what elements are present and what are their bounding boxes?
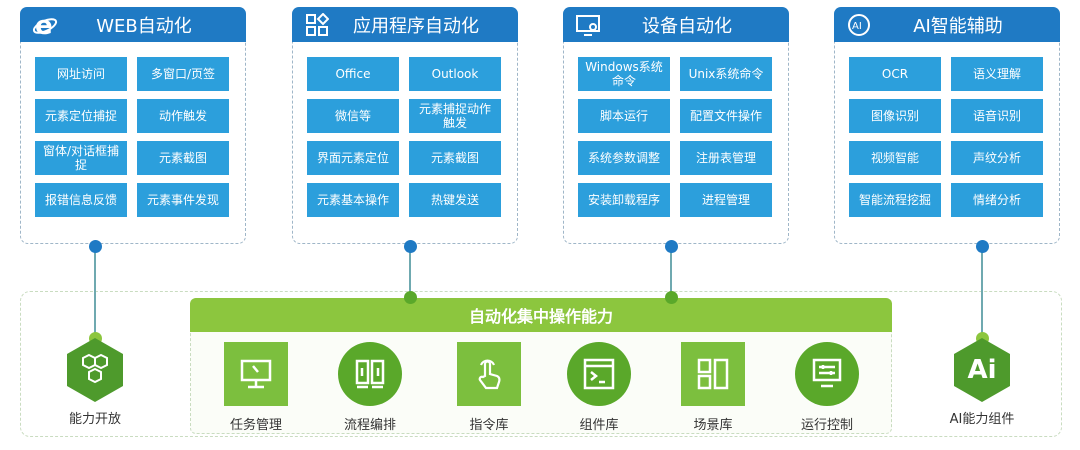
feature-item: 视频智能 (849, 141, 941, 175)
tool-flow-orchestration[interactable]: 流程编排 (325, 342, 415, 433)
feature-item: 语音识别 (951, 99, 1043, 133)
bottom-frame (20, 291, 1062, 437)
feature-item: 脚本运行 (578, 99, 670, 133)
feature-item: Unix系统命令 (680, 57, 772, 91)
feature-item: 元素捕捉动作触发 (409, 99, 501, 133)
feature-item: 界面元素定位 (307, 141, 399, 175)
tool-label: 场景库 (693, 418, 733, 433)
panel-device-automation: 设备自动化 Windows系统命令 Unix系统命令脚本运行配置文件操作系统参数调… (563, 7, 789, 244)
feature-item: 动作触发 (137, 99, 229, 133)
feature-item: 元素截图 (409, 141, 501, 175)
control-monitor-icon (795, 342, 859, 406)
feature-item: 多窗口/页签 (137, 57, 229, 91)
connector-line (670, 246, 672, 298)
capability-open-label: 能力开放 (68, 412, 121, 427)
feature-grid: OCR 语义理解图像识别语音识别视频智能声纹分析智能流程挖掘情绪分析 (849, 57, 1043, 217)
connector-line (409, 246, 411, 298)
hand-pointer-icon (457, 342, 521, 406)
feature-item: 声纹分析 (951, 141, 1043, 175)
tool-command-library[interactable]: 指令库 (444, 342, 534, 433)
hexagons-icon (67, 338, 123, 402)
layout-icon (681, 342, 745, 406)
feature-item: 微信等 (307, 99, 399, 133)
feature-item: 元素截图 (137, 141, 229, 175)
feature-item: 安装卸载程序 (578, 183, 670, 217)
ai-icon: AI (846, 12, 872, 38)
feature-item: 网址访问 (35, 57, 127, 91)
tool-run-control[interactable]: 运行控制 (782, 342, 872, 433)
monitor-wrench-icon (224, 342, 288, 406)
feature-item: 系统参数调整 (578, 141, 670, 175)
connector-dot (404, 291, 417, 304)
feature-item: 报错信息反馈 (35, 183, 127, 217)
feature-grid: Windows系统命令 Unix系统命令脚本运行配置文件操作系统参数调整注册表管理… (578, 57, 772, 217)
apps-icon (304, 12, 330, 38)
ie-icon: e (32, 12, 58, 38)
feature-item: Windows系统命令 (578, 57, 670, 91)
panel-ai-assist: AI AI智能辅助 OCR 语义理解图像识别语音识别视频智能声纹分析智能流程挖掘情绪… (834, 7, 1060, 244)
panel-title: 设备自动化 (642, 15, 732, 37)
capability-open: 能力开放 (55, 338, 135, 427)
svg-text:AI: AI (852, 21, 862, 32)
connector-dot (665, 240, 678, 253)
feature-item: 配置文件操作 (680, 99, 772, 133)
feature-item: Outlook (409, 57, 501, 91)
device-settings-icon (575, 12, 601, 38)
connector-line (94, 246, 96, 338)
feature-item: 窗体/对话框捕捉 (35, 141, 127, 175)
feature-item: 元素事件发现 (137, 183, 229, 217)
panel-web-automation: e WEB自动化 网址访问多窗口/页签元素定位捕捉动作触发窗体/对话框捕捉元素截图… (20, 7, 246, 244)
tool-scene-library[interactable]: 场景库 (668, 342, 758, 433)
feature-item: 图像识别 (849, 99, 941, 133)
tool-label: 组件库 (579, 418, 619, 433)
feature-item: 情绪分析 (951, 183, 1043, 217)
feature-grid: 网址访问多窗口/页签元素定位捕捉动作触发窗体/对话框捕捉元素截图报错信息反馈元素… (35, 57, 229, 217)
connector-dot (976, 240, 989, 253)
tool-task-management[interactable]: 任务管理 (211, 342, 301, 433)
terminal-window-icon (567, 342, 631, 406)
feature-item: Office (307, 57, 399, 91)
feature-item: 智能流程挖掘 (849, 183, 941, 217)
connector-dot (89, 240, 102, 253)
feature-item: OCR (849, 57, 941, 91)
tool-label: 指令库 (469, 418, 509, 433)
ai-components: Ai AI能力组件 (942, 338, 1022, 427)
feature-grid: Office Outlook 微信等元素捕捉动作触发界面元素定位元素截图元素基本操作… (307, 57, 501, 217)
ai-icon: Ai (954, 338, 1010, 402)
flow-columns-icon (338, 342, 402, 406)
tool-label: 任务管理 (229, 418, 282, 433)
feature-item: 语义理解 (951, 57, 1043, 91)
panel-title: 应用程序自动化 (353, 15, 479, 37)
panel-title: AI智能辅助 (913, 15, 1003, 37)
connector-line (981, 246, 983, 338)
ai-components-label: AI能力组件 (949, 412, 1015, 427)
tool-label: 流程编排 (343, 418, 396, 433)
svg-text:e: e (35, 12, 53, 38)
tool-component-library[interactable]: 组件库 (554, 342, 644, 433)
feature-item: 元素定位捕捉 (35, 99, 127, 133)
feature-item: 元素基本操作 (307, 183, 399, 217)
feature-item: 热键发送 (409, 183, 501, 217)
connector-dot (404, 240, 417, 253)
tool-label: 运行控制 (800, 418, 853, 433)
feature-item: 进程管理 (680, 183, 772, 217)
panel-app-automation: 应用程序自动化 Office Outlook 微信等元素捕捉动作触发界面元素定位元素… (292, 7, 518, 244)
feature-item: 注册表管理 (680, 141, 772, 175)
panel-title: WEB自动化 (96, 15, 192, 37)
center-banner: 自动化集中操作能力 (190, 298, 892, 332)
connector-dot (665, 291, 678, 304)
